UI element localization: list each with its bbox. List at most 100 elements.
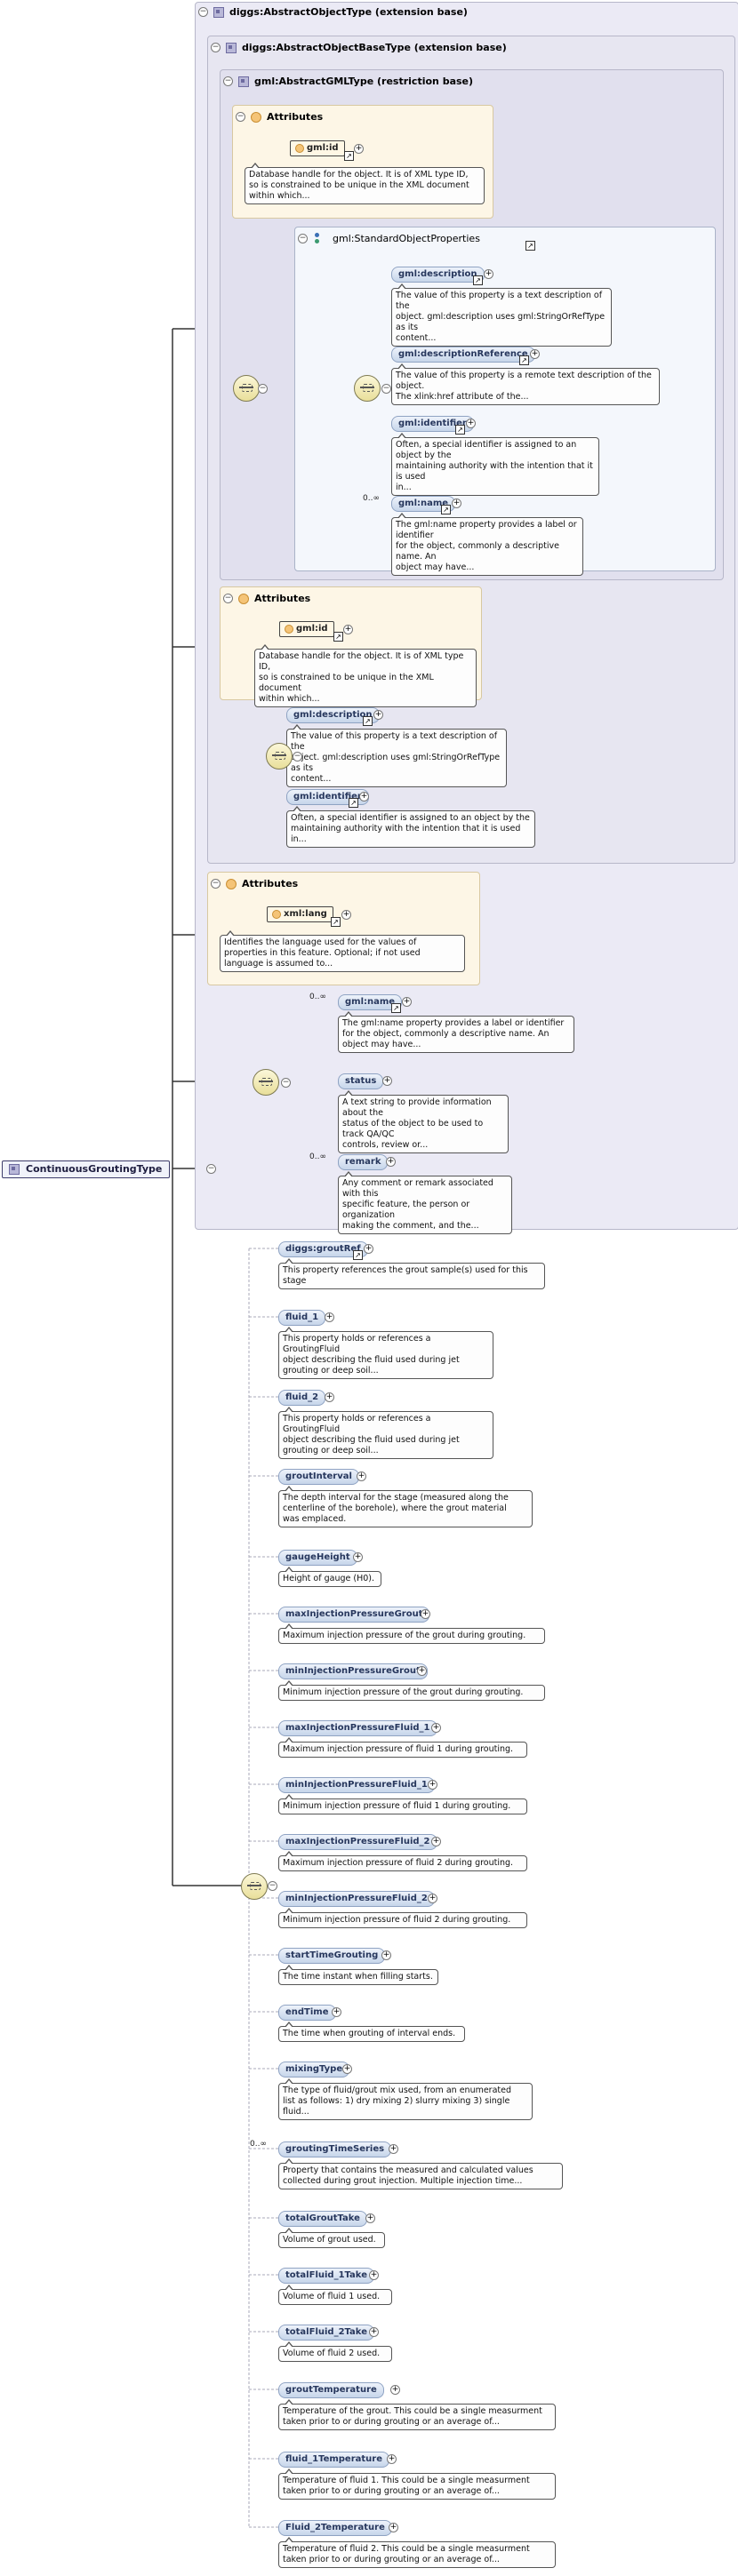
collapse-toggle[interactable]: −	[223, 76, 233, 86]
element-remark[interactable]: remark	[338, 1154, 389, 1170]
expand-icon[interactable]: +	[431, 1723, 441, 1733]
expand-icon[interactable]: +	[342, 2064, 352, 2074]
collapse-toggle[interactable]: −	[236, 112, 245, 122]
expand-icon[interactable]: +	[369, 2270, 379, 2280]
element-gml-identifier[interactable]: gml:identifier	[286, 789, 369, 805]
expand-icon[interactable]: +	[387, 2454, 397, 2464]
element-groutingtimeseries[interactable]: groutingTimeSeries	[278, 2141, 392, 2157]
collapse-toggle[interactable]: −	[381, 384, 391, 394]
expand-icon[interactable]: +	[354, 144, 364, 154]
root-complex-type[interactable]: ContinuousGroutingType	[2, 1160, 171, 1178]
element-status[interactable]: status	[338, 1073, 384, 1089]
element-groutinterval[interactable]: groutInterval	[278, 1469, 359, 1485]
element-fluid-1temperature[interactable]: fluid_1Temperature	[278, 2452, 390, 2468]
expand-icon[interactable]: +	[364, 1244, 373, 1254]
expand-icon[interactable]: +	[390, 2385, 400, 2395]
sequence-compositor-icon[interactable]	[266, 743, 293, 770]
expand-icon[interactable]: +	[431, 1837, 441, 1846]
expand-icon[interactable]: +	[421, 1609, 430, 1619]
collapse-toggle[interactable]: −	[198, 7, 208, 17]
collapse-toggle[interactable]: −	[211, 879, 221, 889]
element-gml-description[interactable]: gml:description	[391, 267, 485, 283]
expand-icon[interactable]: +	[343, 625, 353, 634]
element-description: This property references the grout sampl…	[278, 1258, 545, 1289]
collapse-toggle[interactable]: −	[206, 1164, 216, 1174]
expand-icon[interactable]: +	[357, 1471, 366, 1481]
element-starttimegrouting[interactable]: startTimeGrouting	[278, 1948, 386, 1964]
expand-icon[interactable]: +	[402, 997, 412, 1007]
element-maxinjectionpressurefluid-2[interactable]: maxInjectionPressureFluid_2	[278, 1834, 437, 1850]
element-fluid-2temperature[interactable]: Fluid_2Temperature	[278, 2520, 392, 2536]
collapse-toggle[interactable]: −	[223, 594, 233, 603]
expand-icon[interactable]: +	[466, 419, 476, 428]
element-fluid-1[interactable]: fluid_1	[278, 1310, 326, 1326]
external-link-icon[interactable]: ↗	[333, 632, 343, 642]
gml-id-attribute[interactable]: gml:id	[279, 621, 334, 637]
expand-icon[interactable]: +	[382, 1076, 392, 1086]
expand-icon[interactable]: +	[341, 910, 351, 920]
element-totalfluid-1take[interactable]: totalFluid_1Take	[278, 2268, 374, 2284]
xml-lang-attribute[interactable]: xml:lang	[267, 906, 333, 922]
expand-icon[interactable]: +	[452, 498, 461, 508]
element-gml-identifier[interactable]: gml:identifier	[391, 416, 474, 432]
expand-icon[interactable]: +	[417, 1666, 427, 1676]
expand-icon[interactable]: +	[369, 2327, 379, 2337]
element-gml-name[interactable]: gml:name	[338, 994, 403, 1010]
expand-icon[interactable]: +	[530, 349, 540, 359]
sequence-compositor-icon[interactable]	[253, 1069, 279, 1096]
element-maxinjectionpressurefluid-1[interactable]: maxInjectionPressureFluid_1	[278, 1720, 437, 1736]
expand-icon[interactable]: +	[428, 1780, 437, 1790]
sequence-compositor-icon[interactable]	[233, 375, 260, 402]
element-description: The gml:name property provides a label o…	[338, 1011, 574, 1053]
sequence-compositor-icon[interactable]	[241, 1873, 268, 1900]
external-link-icon[interactable]: ↗	[519, 355, 529, 365]
element-maxinjectionpressuregrout[interactable]: maxInjectionPressureGrout	[278, 1607, 430, 1623]
external-link-icon[interactable]: ↗	[473, 275, 483, 285]
element-gaugeheight[interactable]: gaugeHeight	[278, 1550, 357, 1566]
gml-id-attribute[interactable]: gml:id	[290, 140, 345, 156]
expand-icon[interactable]: +	[389, 2523, 398, 2532]
collapse-toggle[interactable]: −	[211, 43, 221, 52]
external-link-icon[interactable]: ↗	[344, 151, 354, 161]
external-link-icon[interactable]: ↗	[441, 505, 451, 514]
expand-icon[interactable]: +	[389, 2144, 398, 2154]
element-description: The type of fluid/grout mix used, from a…	[278, 2078, 533, 2120]
sequence-compositor-icon[interactable]	[354, 375, 381, 402]
element-gml-descriptionreference[interactable]: gml:descriptionReference	[391, 347, 535, 363]
element-totalfluid-2take[interactable]: totalFluid_2Take	[278, 2325, 374, 2341]
collapse-toggle[interactable]: −	[258, 384, 268, 394]
expand-icon[interactable]: +	[386, 1157, 396, 1167]
external-link-icon[interactable]: ↗	[525, 241, 535, 251]
external-link-icon[interactable]: ↗	[391, 1003, 401, 1013]
element-grouttemperature[interactable]: groutTemperature	[278, 2382, 384, 2398]
root-label: ContinuousGroutingType	[26, 1163, 163, 1175]
element-description: Temperature of the grout. This could be …	[278, 2399, 556, 2430]
element-mininjectionpressurefluid-2[interactable]: minInjectionPressureFluid_2	[278, 1891, 435, 1907]
expand-icon[interactable]: +	[373, 710, 383, 720]
element-gml-description[interactable]: gml:description	[286, 707, 380, 723]
expand-icon[interactable]: +	[365, 2213, 375, 2223]
expand-icon[interactable]: +	[359, 792, 369, 802]
collapse-toggle[interactable]: −	[293, 752, 302, 762]
element-mininjectionpressurefluid-1[interactable]: minInjectionPressureFluid_1	[278, 1777, 435, 1793]
expand-icon[interactable]: +	[353, 1552, 363, 1562]
collapse-toggle[interactable]: −	[298, 234, 308, 243]
expand-icon[interactable]: +	[484, 269, 493, 279]
element-endtime[interactable]: endTime	[278, 2005, 336, 2021]
collapse-toggle[interactable]: −	[281, 1078, 291, 1088]
expand-icon[interactable]: +	[325, 1312, 334, 1322]
expand-icon[interactable]: +	[428, 1894, 437, 1903]
external-link-icon[interactable]: ↗	[363, 716, 373, 726]
element-totalgrouttake[interactable]: totalGroutTake	[278, 2211, 367, 2227]
expand-icon[interactable]: +	[332, 2007, 341, 2017]
expand-icon[interactable]: +	[325, 1392, 334, 1402]
external-link-icon[interactable]: ↗	[455, 425, 465, 435]
external-link-icon[interactable]: ↗	[353, 1250, 363, 1260]
expand-icon[interactable]: +	[381, 1950, 391, 1960]
element-mixingtype[interactable]: mixingType	[278, 2062, 350, 2078]
external-link-icon[interactable]: ↗	[349, 798, 358, 808]
collapse-toggle[interactable]: −	[268, 1881, 277, 1891]
element-mininjectionpressuregrout[interactable]: minInjectionPressureGrout	[278, 1663, 428, 1679]
external-link-icon[interactable]: ↗	[331, 917, 341, 927]
element-fluid-2[interactable]: fluid_2	[278, 1390, 326, 1406]
